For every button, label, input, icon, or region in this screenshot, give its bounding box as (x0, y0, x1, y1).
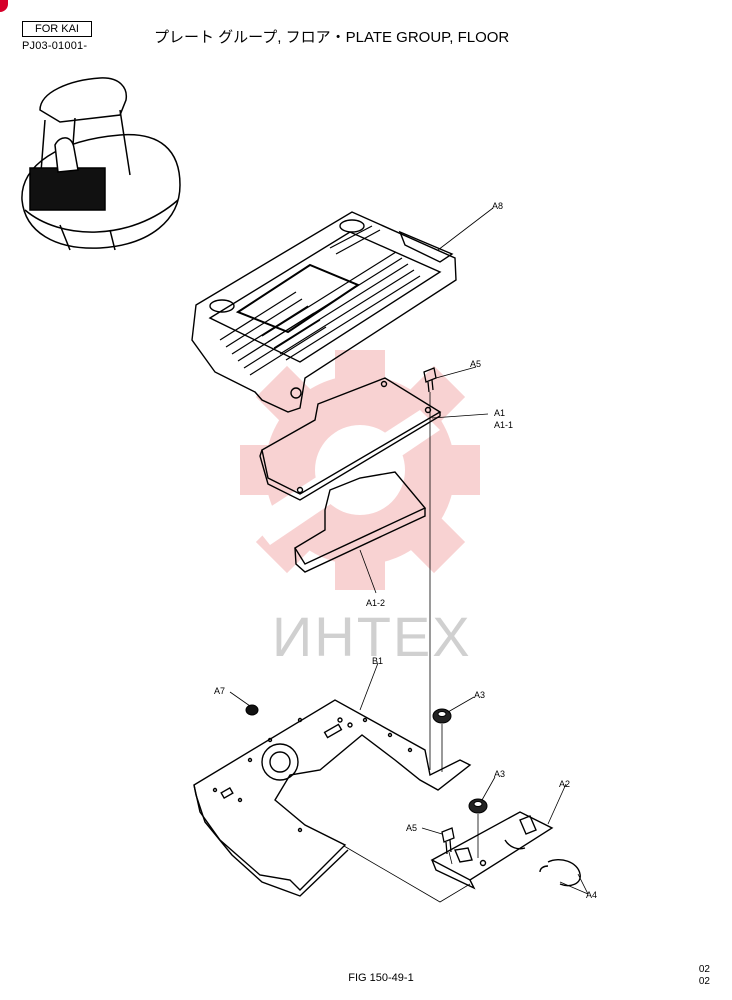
callout-a3-lower: A3 (494, 769, 506, 779)
floor-mat-a8 (191, 211, 457, 413)
base-plate-b1 (193, 699, 472, 897)
callout-a5-top: A5 (470, 359, 482, 369)
watermark-gear-logo (240, 350, 480, 590)
callout-a5-lower: A5 (406, 823, 418, 833)
part-code: PJ03-01001- (22, 40, 88, 52)
callout-a8: A8 (492, 201, 504, 211)
figure-number: FIG 150-49-1 (348, 972, 414, 984)
for-model-box: FOR KAI (22, 21, 92, 37)
leader-lines (229, 207, 589, 895)
callout-a2: A2 (559, 779, 571, 789)
excavator-thumbnail (21, 77, 181, 251)
mat-grooves (219, 225, 421, 376)
bolt-a5-lower (441, 827, 455, 855)
grommet-a3-upper (432, 708, 452, 724)
callout-a1-2: A1-2 (366, 598, 386, 608)
plate-a1 (259, 377, 442, 501)
watermark-text: ИНТЕХ (272, 605, 472, 668)
assembly-lines (343, 392, 479, 903)
page-title: プレート グループ, フロア・PLATE GROUP, FLOOR (154, 29, 510, 46)
page-number-line2: 02 (698, 976, 710, 987)
page-number-line1: 02 (698, 964, 710, 975)
pad-a1-2 (294, 471, 427, 573)
callout-a1-1: A1-1 (494, 420, 514, 430)
callout-a4: A4 (586, 890, 598, 900)
nut-a7 (245, 704, 259, 716)
clips-a4 (504, 839, 581, 887)
bracket-plate-a2 (430, 811, 554, 890)
corner-tab (0, 0, 8, 12)
callout-a7: A7 (214, 686, 226, 696)
callout-b1: B1 (372, 656, 384, 666)
callout-a1: A1 (494, 408, 506, 418)
grommet-a3-lower (468, 798, 488, 814)
callout-a3-upper: A3 (474, 690, 486, 700)
